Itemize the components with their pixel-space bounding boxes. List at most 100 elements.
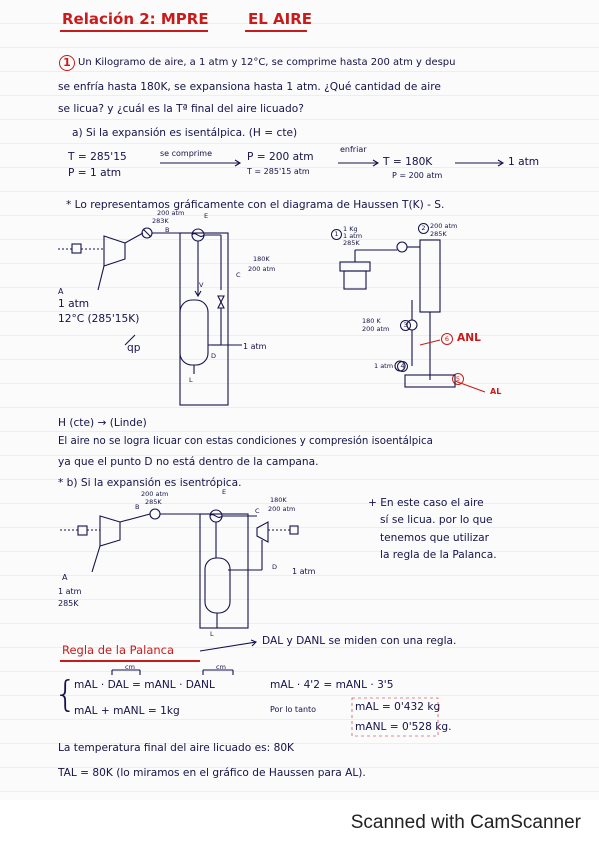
right-state-3-pressure: 200 atm [362,325,390,333]
diag-a-d-pressure: 1 atm [243,342,267,351]
diag-b-label-b: B [135,503,140,511]
right-motor-box [339,261,371,272]
arrow-cool-label: enfriar [340,145,367,154]
right-state-1-mass: 1 Kg [343,225,358,233]
diag-b-separator-icon [204,557,231,614]
diag-a-top-temperature: 283K [152,217,169,225]
right-anl-label: ANL [457,332,481,344]
final-line-1: La temperatura final del aire licuado es… [58,742,295,754]
lever-rule-therefore: Por lo tanto [270,705,317,714]
right-tank-box [419,239,441,313]
right-state-6-badge: 6 [441,333,453,345]
diag-a-label-d: D [211,352,217,360]
right-state-2-pressure: 200 atm [430,222,458,230]
diag-a-inlet-pressure: 1 atm [58,298,90,310]
right-state-3-badge: 3 [400,320,411,331]
lever-rule-result-1: mAL = 0'432 kg [355,701,441,713]
right-state-1-pressure: 1 atm [343,232,363,240]
lever-rule-result-2: mANL = 0'528 kg. [355,721,452,733]
diag-a-label-c: C [236,271,241,279]
part-a-heading: a) Si la expansión es isentálpica. (H = … [72,127,298,139]
diag-b-cooler-icon [149,508,161,520]
right-state-5-badge: 5 [452,373,464,385]
diag-b-top-pressure: 200 atm [141,490,169,498]
page-title: Relación 2: MPRE [62,10,209,28]
diag-b-inlet-pressure: 1 atm [58,587,82,596]
part-b-note-2: sí se licua. por lo que [380,514,493,526]
diag-a-label-a: A [58,287,64,296]
diag-b-label-a: A [62,573,68,582]
diag-b-turbine-icon [256,521,269,543]
diag-a-motor-icon [71,243,82,254]
diag-b-top-temperature: 285K [145,498,162,506]
diag-b-generator-icon [289,525,299,535]
diag-a-label-b: B [165,226,170,234]
conclusion-a-line-3: ya que el punto D no está dentro de la c… [58,456,319,468]
diag-b-motor-icon [77,525,88,536]
arrow-cool-head [372,159,380,167]
right-state-2-badge: 2 [418,223,429,234]
right-compressor-box [343,270,367,290]
right-valve-icon [406,319,418,331]
title-underline [60,30,208,32]
diag-b-label-d: D [272,563,278,571]
right-al-label: AL [490,387,502,396]
state-2-pressure: P = 200 atm [247,151,314,163]
arrow-compress-head [234,159,242,167]
subject-title: EL AIRE [248,10,313,28]
problem-line-2: se enfría hasta 180K, se expansiona hast… [58,81,441,93]
diag-a-inlet-temperature: 12°C (285'15K) [58,313,140,325]
diag-b-inlet-temperature: 285K [58,599,79,608]
right-cooler-icon [396,241,408,253]
diag-a-label-e: E [204,212,209,220]
diag-a-top-pressure: 200 atm [157,209,185,217]
state-3-temperature: T = 180K [383,156,433,168]
problem-line-1: Un Kilogramo de aire, a 1 atm y 12°C, se… [78,57,456,68]
right-state-2-temperature: 285K [430,230,447,238]
part-b-heading: * b) Si la expansión es isentrópica. [58,477,242,489]
diag-a-valve-icon [217,295,225,304]
conclusion-a-line-2: El aire no se logra licuar con estas con… [58,436,433,447]
lever-rule-heading: Regla de la Palanca [62,643,175,657]
diag-b-compressor-icon [99,515,121,547]
part-b-note-1: + En este caso el aire [368,497,484,509]
part-b-note-3: tenemos que utilizar [380,532,490,544]
result-highlight [351,697,439,737]
camscanner-footer: Scanned with CamScanner [350,812,581,833]
diag-b-label-e: E [222,488,227,496]
lever-rule-measure-note: DAL y DANL se miden con una regla. [262,635,457,647]
right-state-3-temperature: 180 K [362,317,381,325]
final-line-2: TAL = 80K (lo miramos en el gráfico de H… [58,767,366,779]
diag-b-c-pressure: 200 atm [268,505,296,513]
diag-a-separator-icon [179,299,209,366]
lever-rule-cm-1: cm [125,663,135,671]
lever-rule-cm-2: cm [216,663,226,671]
diag-a-label-qp: qp [127,342,141,354]
lever-rule-eq-2: mAL + mANL = 1kg [74,705,180,717]
subject-underline [245,30,307,32]
diag-a-label-v: V [199,281,204,289]
part-b-note-4: la regla de la Palanca. [380,549,497,561]
right-state-1-temperature: 285K [343,239,360,247]
diag-b-label-l: L [210,630,214,638]
arrow-compress-label: se comprime [160,149,213,158]
arrow-expand-head [497,159,505,167]
right-state-4-pressure: 1 atm [374,362,394,370]
lever-rule-eq-1: mAL · DAL = mANL · DANL [74,679,215,691]
state-4-pressure: 1 atm [508,156,540,168]
state-1-pressure: P = 1 atm [68,167,122,179]
lever-rule-eq-3: mAL · 4'2 = mANL · 3'5 [270,679,394,691]
state-1-temperature: T = 285'15 [68,151,127,163]
haussen-note: * Lo representamos gráficamente con el d… [66,199,445,211]
diag-a-c-pressure: 200 atm [248,265,276,273]
conclusion-a-line-1: H (cte) → (Linde) [58,417,147,429]
diag-a-compressor-icon [103,235,126,267]
problem-line-3: se licua? y ¿cuál es la Tª final del air… [58,103,304,115]
diag-b-label-c: C [255,507,260,515]
state-3-pressure: P = 200 atm [392,171,443,180]
diag-b-d-pressure: 1 atm [292,567,316,576]
problem-number: 1 [59,55,75,71]
right-state-1-badge: 1 [331,229,342,240]
lever-rule-brace: { [54,674,77,715]
